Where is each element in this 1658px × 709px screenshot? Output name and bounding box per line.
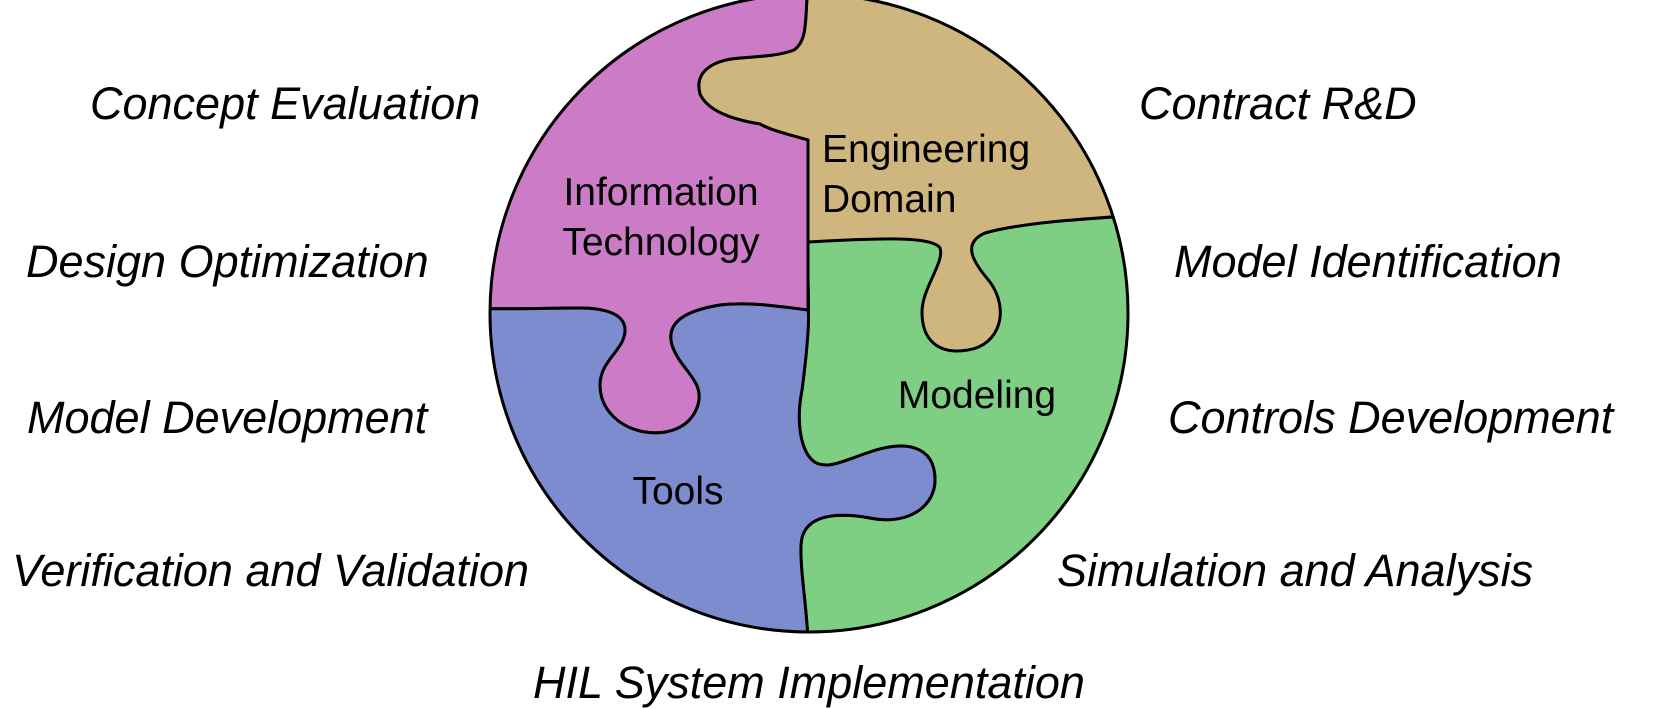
piece-label-tools: Tools — [632, 470, 723, 513]
piece-label-modeling: Modeling — [898, 374, 1056, 417]
application-label-model-identification: Model Identification — [1174, 236, 1562, 287]
puzzle-outline — [488, 0, 1130, 634]
application-label-model-development: Model Development — [27, 392, 430, 443]
application-label-design-optimization: Design Optimization — [26, 236, 429, 287]
piece-label-information-technology-line-2: Technology — [562, 221, 760, 264]
application-label-contract-rnd: Contract R&D — [1139, 78, 1417, 129]
application-label-controls-development: Controls Development — [1168, 392, 1616, 443]
application-label-concept-evaluation: Concept Evaluation — [90, 78, 480, 129]
application-label-hil-system-implementation: HIL System Implementation — [533, 657, 1085, 708]
piece-label-information-technology-line-1: Information — [563, 171, 758, 214]
application-label-verification-and-validation: Verification and Validation — [12, 545, 529, 596]
piece-label-engineering-domain-line-2: Domain — [822, 178, 956, 221]
application-label-simulation-and-analysis: Simulation and Analysis — [1057, 545, 1533, 596]
piece-label-engineering-domain-line-1: Engineering — [822, 128, 1030, 171]
